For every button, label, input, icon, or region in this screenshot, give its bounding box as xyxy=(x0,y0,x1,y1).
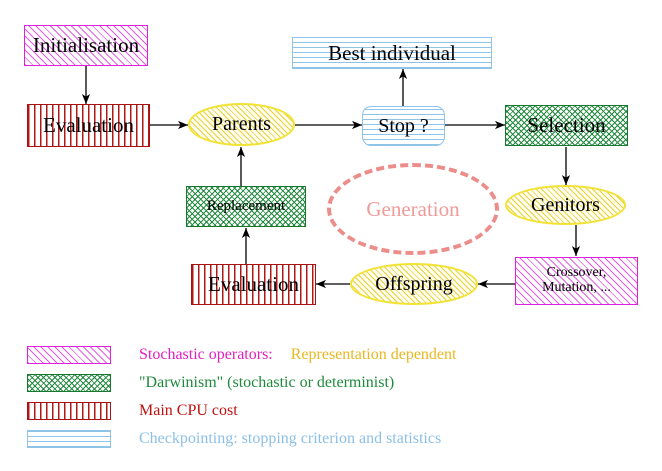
node-genitors[interactable]: Genitors xyxy=(505,185,626,225)
legend-row-main-cpu-cost: Main CPU cost xyxy=(27,398,238,424)
node-genitors-label: Genitors xyxy=(531,193,600,216)
node-replacement[interactable]: Replacement xyxy=(186,186,306,227)
node-evaluation-top-label: Evaluation xyxy=(43,113,134,138)
node-initialisation[interactable]: Initialisation xyxy=(24,25,148,66)
node-offspring[interactable]: Offspring xyxy=(350,263,478,305)
node-selection-label: Selection xyxy=(527,113,606,138)
legend-row-darwinism: "Darwinism" (stochastic or determinist) xyxy=(27,370,394,396)
legend-label-checkpointing: Checkpointing: stopping criterion and st… xyxy=(139,430,442,447)
legend-text-checkpointing: Checkpointing: stopping criterion and st… xyxy=(139,430,441,448)
node-crossover-mutation-label-line2: Mutation, ... xyxy=(542,280,611,295)
legend-text-darwinism: "Darwinism" (stochastic or determinist) xyxy=(139,374,394,392)
legend-label-main-cpu-cost: Main CPU cost xyxy=(139,402,238,419)
legend-swatch-stochastic-operators xyxy=(27,346,111,364)
node-offspring-label: Offspring xyxy=(375,272,453,295)
node-generation-label: Generation xyxy=(366,196,460,221)
legend-swatch-checkpointing xyxy=(27,430,111,448)
legend-text-stochastic-operators: Stochastic operators: Representation dep… xyxy=(139,346,456,364)
legend-text-main-cpu-cost: Main CPU cost xyxy=(139,402,238,420)
legend-label-darwinism: "Darwinism" (stochastic or determinist) xyxy=(139,374,395,391)
legend-label-representation-dependent: Representation dependent xyxy=(290,346,457,363)
node-evaluation-bottom[interactable]: Evaluation xyxy=(191,264,316,305)
node-parents[interactable]: Parents xyxy=(188,103,295,146)
node-best-individual-label: Best individual xyxy=(328,40,456,65)
node-stop[interactable]: Stop ? xyxy=(362,106,445,146)
node-evaluation-bottom-label: Evaluation xyxy=(208,272,299,297)
node-evaluation-top[interactable]: Evaluation xyxy=(27,104,150,147)
node-initialisation-label: Initialisation xyxy=(32,33,140,58)
node-selection[interactable]: Selection xyxy=(505,105,628,146)
legend-row-checkpointing: Checkpointing: stopping criterion and st… xyxy=(27,426,441,452)
legend-swatch-darwinism xyxy=(27,374,111,392)
node-parents-label: Parents xyxy=(212,113,271,135)
legend-label-stochastic-operators: Stochastic operators: xyxy=(139,346,273,363)
node-replacement-label: Replacement xyxy=(206,197,286,214)
node-generation-loop: Generation xyxy=(327,163,499,255)
legend: Stochastic operators: Representation dep… xyxy=(0,338,662,458)
node-best-individual[interactable]: Best individual xyxy=(292,37,492,69)
node-crossover-mutation[interactable]: Crossover, Mutation, ... xyxy=(515,257,638,305)
node-stop-label: Stop ? xyxy=(378,114,429,137)
legend-swatch-main-cpu-cost xyxy=(27,402,111,420)
legend-row-stochastic-operators: Stochastic operators: Representation dep… xyxy=(27,342,456,368)
node-crossover-mutation-label-line1: Crossover, xyxy=(546,265,607,281)
